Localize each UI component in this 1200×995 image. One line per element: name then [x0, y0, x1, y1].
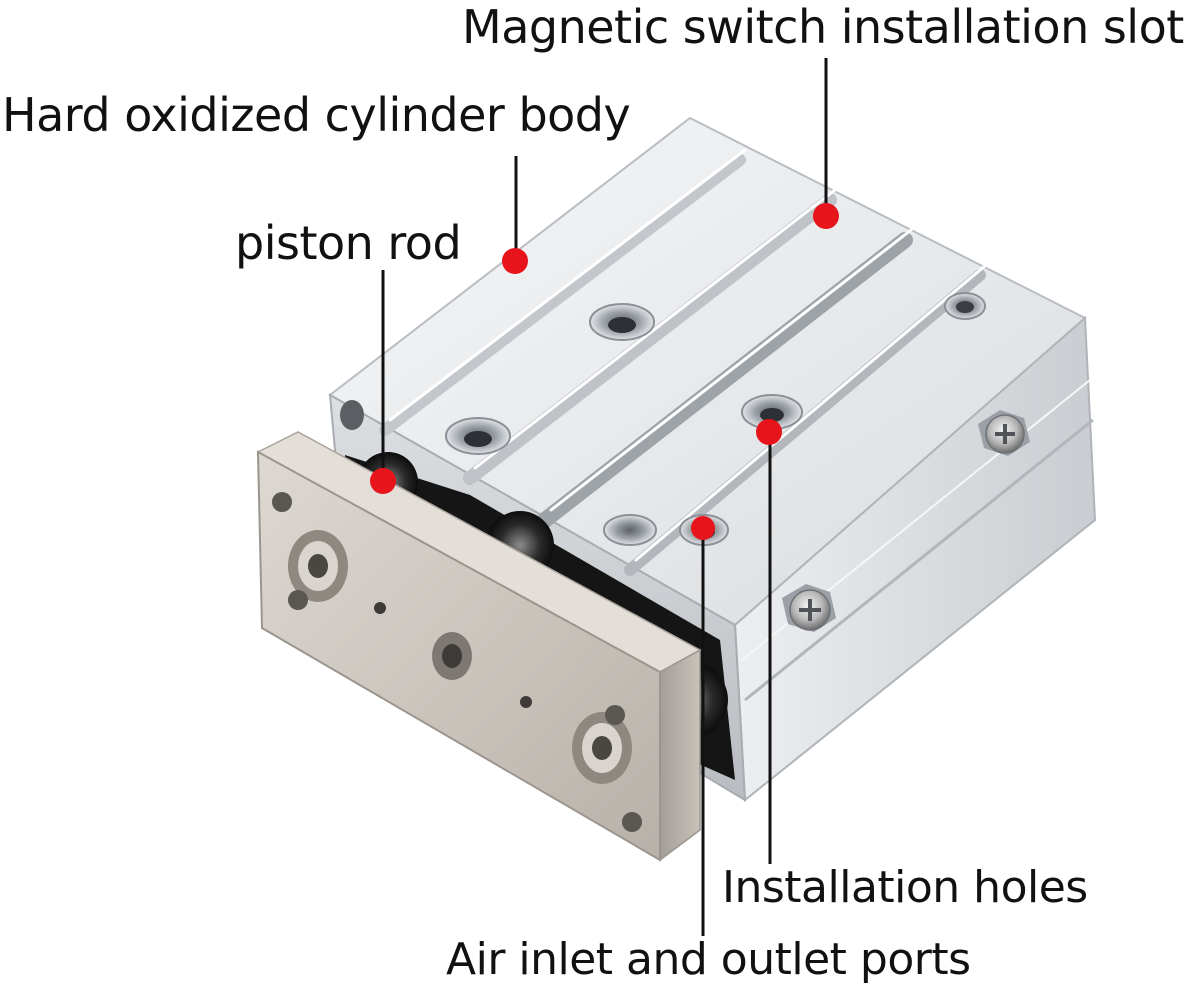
markers	[370, 203, 839, 540]
plate-small-hole-icon	[374, 602, 386, 614]
counterbored-mounting-hole-icon	[445, 417, 511, 455]
label-installation-holes: Installation holes	[722, 862, 1088, 913]
label-magnetic-switch-slot: Magnetic switch installation slot	[462, 0, 1184, 54]
red-dot-marker-icon	[691, 516, 715, 540]
label-air-ports: Air inlet and outlet ports	[446, 934, 971, 985]
plate-bearing-icon	[572, 712, 632, 784]
red-dot-marker-icon	[813, 203, 839, 229]
phillips-hex-screw-icon	[978, 410, 1030, 456]
label-piston-rod: piston rod	[235, 216, 462, 270]
threaded-hole-icon	[944, 292, 986, 320]
top-grooves	[379, 148, 988, 576]
red-dot-marker-icon	[756, 419, 782, 445]
magnetic-switch-slot	[537, 232, 913, 528]
plate-corner-hole-icon	[622, 812, 642, 832]
plate-corner-hole-icon	[288, 590, 308, 610]
side-hole-icon	[340, 400, 364, 430]
red-dot-marker-icon	[502, 248, 528, 274]
plate-corner-hole-icon	[605, 705, 625, 725]
end-plate	[256, 431, 702, 862]
red-dot-marker-icon	[370, 468, 396, 494]
plate-bearing-icon	[288, 530, 348, 602]
leader-lines	[381, 58, 828, 936]
end-plate-side	[659, 648, 701, 862]
installation-hole-icon	[741, 394, 803, 430]
plate-corner-hole-icon	[272, 492, 292, 512]
phillips-hex-screw-icon	[782, 584, 836, 632]
plate-small-hole-icon	[520, 696, 532, 708]
label-cylinder-body: Hard oxidized cylinder body	[2, 88, 631, 142]
plate-center-hole-icon	[432, 632, 472, 680]
counterbored-mounting-hole-icon	[589, 303, 655, 341]
